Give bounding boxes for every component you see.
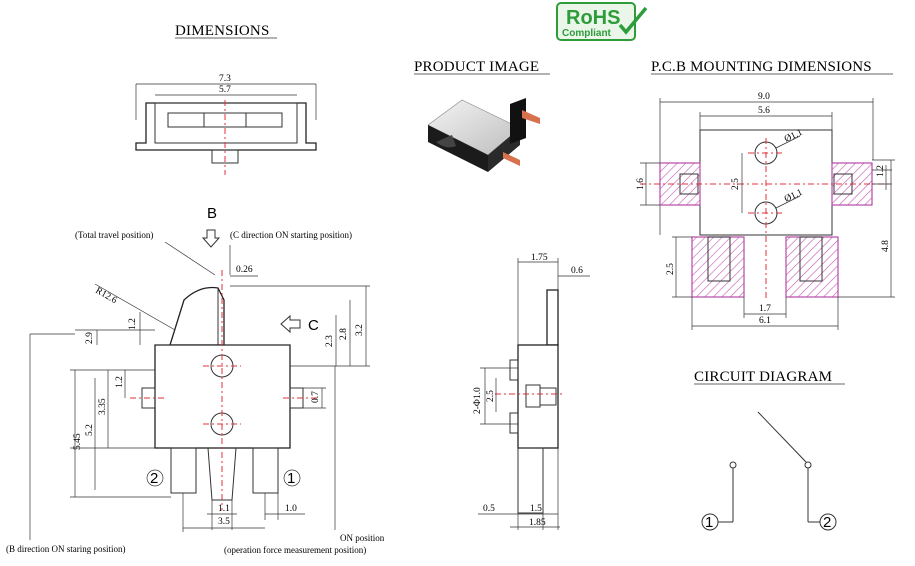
dim-top-7.3: 7.3 xyxy=(219,74,231,84)
dim-2.5-left: 2.5 xyxy=(666,263,676,275)
dim-1.75: 1.75 xyxy=(531,253,548,263)
dim-0.26: 0.26 xyxy=(236,265,253,275)
dim-1.1: 1.1 xyxy=(218,504,230,514)
checkmark-icon xyxy=(618,6,648,35)
circuit-pin-1: 1 xyxy=(705,514,713,531)
dim-2.3: 2.3 xyxy=(325,335,335,347)
dim-r12.6: R12.6 xyxy=(94,286,119,306)
title-product-image: PRODUCT IMAGE xyxy=(414,59,539,75)
pin-1-label: 1 xyxy=(287,470,295,487)
dim-phi1.1-b: Ø1.1 xyxy=(783,188,804,205)
dim-1.85: 1.85 xyxy=(529,518,546,528)
dim-1.2-top: 1.2 xyxy=(128,318,138,330)
circuit-pin-2: 2 xyxy=(823,514,831,531)
label-b-on-start: (B direction ON staring position) xyxy=(6,544,125,554)
dim-9.0: 9.0 xyxy=(758,92,770,102)
arrow-b-label: B xyxy=(207,205,217,222)
dim-5.6: 5.6 xyxy=(758,106,770,116)
dim-1.0: 1.0 xyxy=(285,504,297,514)
dim-0.7: 0.7 xyxy=(311,391,321,403)
dim-5.45: 5.45 xyxy=(73,433,83,450)
label-total-travel: (Total travel position) xyxy=(75,230,153,240)
arrow-down-icon xyxy=(201,229,221,248)
front-view: B (Total travel position) (C direction O… xyxy=(6,205,385,555)
dim-6.1: 6.1 xyxy=(759,316,771,326)
dim-4.8: 4.8 xyxy=(881,240,891,252)
top-view: 7.3 5.7 xyxy=(135,74,317,175)
label-on-position: ON position xyxy=(340,533,385,543)
dim-top-5.7: 5.7 xyxy=(219,85,231,95)
dim-2.5-side: 2.5 xyxy=(486,390,496,402)
rohs-logo: RoHS Compliant xyxy=(556,2,648,41)
dim-2-phi1.0: 2-Φ1.0 xyxy=(473,387,483,414)
dim-2.9: 2.9 xyxy=(85,332,95,344)
dim-5.2: 5.2 xyxy=(85,424,95,436)
rohs-text: RoHS xyxy=(566,7,620,29)
dim-0.6: 0.6 xyxy=(571,266,583,276)
dim-1.6: 1.6 xyxy=(636,178,646,190)
dim-3.35: 3.35 xyxy=(98,398,108,415)
dim-2.8: 2.8 xyxy=(339,328,349,340)
pcb-view: 9.0 5.6 Ø1.1 Ø1.1 2.5 1.6 1.2 xyxy=(636,92,895,330)
dim-3.2: 3.2 xyxy=(355,324,365,336)
pin-2-label: 2 xyxy=(150,470,158,487)
title-pcb: P.C.B MOUNTING DIMENSIONS xyxy=(651,59,872,75)
arrow-left-icon xyxy=(280,314,301,334)
dim-1.2: 1.2 xyxy=(876,165,886,177)
product-image xyxy=(427,98,540,172)
label-c-on-start: (C direction ON starting position) xyxy=(230,230,352,240)
title-circuit: CIRCUIT DIAGRAM xyxy=(694,369,832,385)
side-view: 1.75 0.6 2-Φ1.0 2.5 0.5 1.5 1.85 xyxy=(473,253,590,530)
title-dimensions: DIMENSIONS xyxy=(175,23,270,39)
dim-3.5: 3.5 xyxy=(218,517,230,527)
arrow-c-label: C xyxy=(308,317,319,334)
switch-lever-line xyxy=(757,411,807,463)
circuit-diagram: 1 2 xyxy=(701,411,837,531)
circuit-pin-2-marker xyxy=(819,513,837,531)
label-op-force: (operation force measurement position) xyxy=(224,545,366,555)
rohs-compliant-text: Compliant xyxy=(562,28,612,39)
circuit-pin-1-marker xyxy=(701,513,719,531)
dim-1.5: 1.5 xyxy=(530,504,542,514)
dim-1.7: 1.7 xyxy=(759,304,771,314)
dim-0.5: 0.5 xyxy=(483,504,495,514)
dim-1.2-side: 1.2 xyxy=(115,376,125,388)
dim-2.5-mid: 2.5 xyxy=(731,178,741,190)
